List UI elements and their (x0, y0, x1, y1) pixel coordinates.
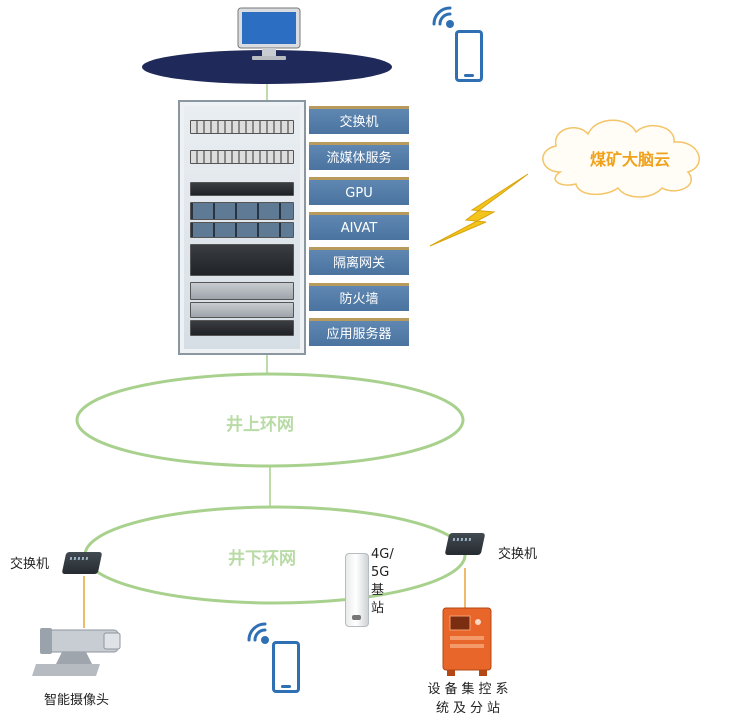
rack-label-app-server: 应用服务器 (309, 318, 409, 346)
base-station-label-line-2: 5G (371, 565, 390, 580)
base-station-label-line-4: 站 (371, 601, 385, 616)
monitor-platform (142, 50, 392, 84)
rack-label-switch: 交换机 (309, 106, 409, 134)
monitor-icon (237, 7, 301, 60)
rack-label-streaming: 流媒体服务 (309, 142, 409, 170)
switch-icon-right (444, 533, 486, 555)
rack-unit-switch (190, 120, 294, 134)
rack-unit-app-server (190, 320, 294, 336)
rack-label-gpu: GPU (309, 177, 409, 205)
rack-unit-gpu (190, 182, 294, 196)
base-station-label-line-3: 基 (371, 583, 385, 598)
control-station-label-line-1: 设备集控系 (427, 682, 513, 697)
tablet-icon-top (455, 30, 483, 82)
rack-label-firewall: 防火墙 (309, 283, 409, 311)
base-station-icon (345, 553, 369, 627)
upper-ring (75, 372, 465, 468)
control-station-label-line-2: 统及分站 (435, 701, 504, 716)
rack-unit-streaming (190, 150, 294, 164)
rack-label-gateway: 隔离网关 (309, 247, 409, 275)
wifi-icon-bottom (247, 622, 269, 644)
base-station-label-line-1: 4G/ (371, 547, 394, 562)
cloud-shape (542, 119, 700, 198)
rack-label-aivat: AIVAT (309, 212, 409, 240)
rack-unit-aivat (190, 202, 294, 220)
cloud-label: 煤矿大脑云 (589, 150, 670, 169)
wifi-icon-top (432, 6, 454, 28)
rack-unit-aivat-2 (190, 222, 294, 238)
server-rack (178, 100, 306, 355)
lightning-icon (429, 173, 529, 247)
rack-unit-firewall-2 (190, 302, 294, 318)
upper-ring-label: 井上环网 (226, 415, 294, 435)
camera-label: 智能摄像头 (44, 693, 110, 708)
switch-icon-left (61, 552, 103, 574)
rack-unit-firewall (190, 282, 294, 300)
lower-ring-label: 井下环网 (228, 549, 296, 569)
switch-right-label: 交换机 (498, 547, 538, 562)
camera-icon (32, 628, 121, 676)
control-station-icon (442, 607, 492, 676)
base-station-label: 4G/ 5G 基 站 (371, 546, 397, 618)
tablet-icon-bottom (272, 641, 300, 693)
rack-unit-gateway (190, 244, 294, 276)
switch-left-label: 交换机 (10, 557, 50, 572)
control-station-label: 设备集控系 统及分站 (412, 678, 528, 716)
